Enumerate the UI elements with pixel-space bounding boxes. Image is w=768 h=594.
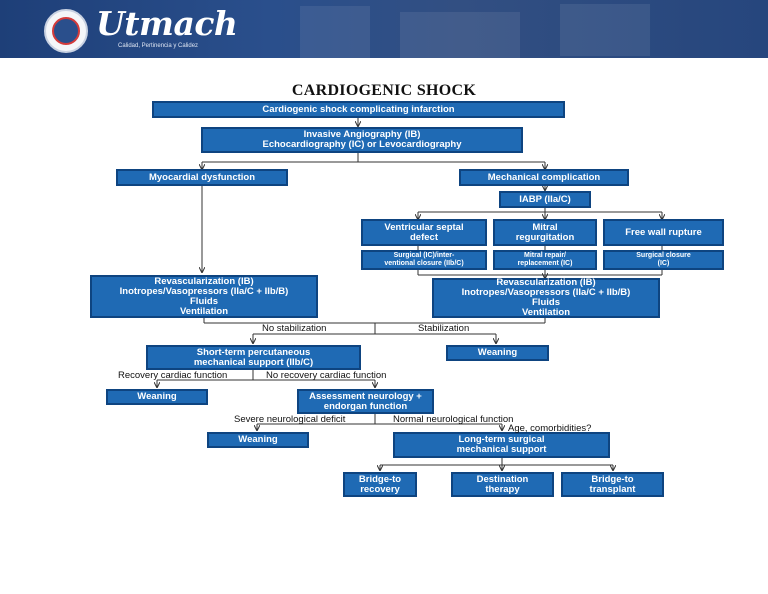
node-bridge-to-recovery: Bridge-to recovery — [343, 472, 417, 497]
node-ventricular-septal-defect: Ventricular septal defect — [361, 219, 487, 246]
header-banner: Utmach Calidad, Pertinencia y Calidez — [0, 0, 768, 58]
node-destination-therapy: Destination therapy — [451, 472, 554, 497]
node-revascularization-left: Revascularization (IB) Inotropes/Vasopre… — [90, 275, 318, 318]
university-seal-logo — [44, 9, 88, 53]
node-angiography-echocardiography: Invasive Angiography (IB) Echocardiograp… — [201, 127, 523, 153]
node-assessment-neurology: Assessment neurology + endorgan function — [297, 389, 434, 414]
university-logo-text: Utmach — [96, 4, 238, 43]
label-severe-neurological-deficit: Severe neurological deficit — [234, 414, 346, 425]
label-stabilization: Stabilization — [418, 323, 470, 334]
node-weaning-recovery: Weaning — [106, 389, 208, 405]
label-recovery-cardiac-function: Recovery cardiac function — [118, 370, 228, 381]
node-bridge-to-transplant: Bridge-to transplant — [561, 472, 664, 497]
node-short-term-support: Short-term percutaneous mechanical suppo… — [146, 345, 361, 370]
node-mechanical-complication: Mechanical complication — [459, 169, 629, 186]
label-no-stabilization: No stabilization — [262, 323, 327, 334]
node-iabp: IABP (IIa/C) — [499, 191, 591, 208]
node-free-wall-treatment: Surgical closure (IC) — [603, 250, 724, 270]
node-free-wall-rupture: Free wall rupture — [603, 219, 724, 246]
node-revascularization-right: Revascularization (IB) Inotropes/Vasopre… — [432, 278, 660, 318]
node-vsd-treatment: Surgical (IC)/inter- ventional closure (… — [361, 250, 487, 270]
label-normal-neurological-function: Normal neurological function — [393, 414, 514, 425]
university-tagline: Calidad, Pertinencia y Calidez — [118, 43, 199, 49]
node-mitral-treatment: Mitral repair/ replacement (IC) — [493, 250, 597, 270]
label-age-comorbidities: Age, comorbidities? — [508, 423, 592, 434]
node-cardiogenic-shock: Cardiogenic shock complicating infarctio… — [152, 101, 565, 118]
page-title: CARDIOGENIC SHOCK — [291, 82, 477, 99]
node-weaning-stabilization: Weaning — [446, 345, 549, 361]
node-mitral-regurgitation: Mitral regurgitation — [493, 219, 597, 246]
label-no-recovery-cardiac-function: No recovery cardiac function — [266, 370, 387, 381]
node-myocardial-dysfunction: Myocardial dysfunction — [116, 169, 288, 186]
banner-building-image — [400, 12, 520, 58]
node-long-term-support: Long-term surgical mechanical support — [393, 432, 610, 458]
banner-building-image — [300, 6, 370, 58]
node-weaning-neurology: Weaning — [207, 432, 309, 448]
banner-building-image — [560, 4, 650, 56]
